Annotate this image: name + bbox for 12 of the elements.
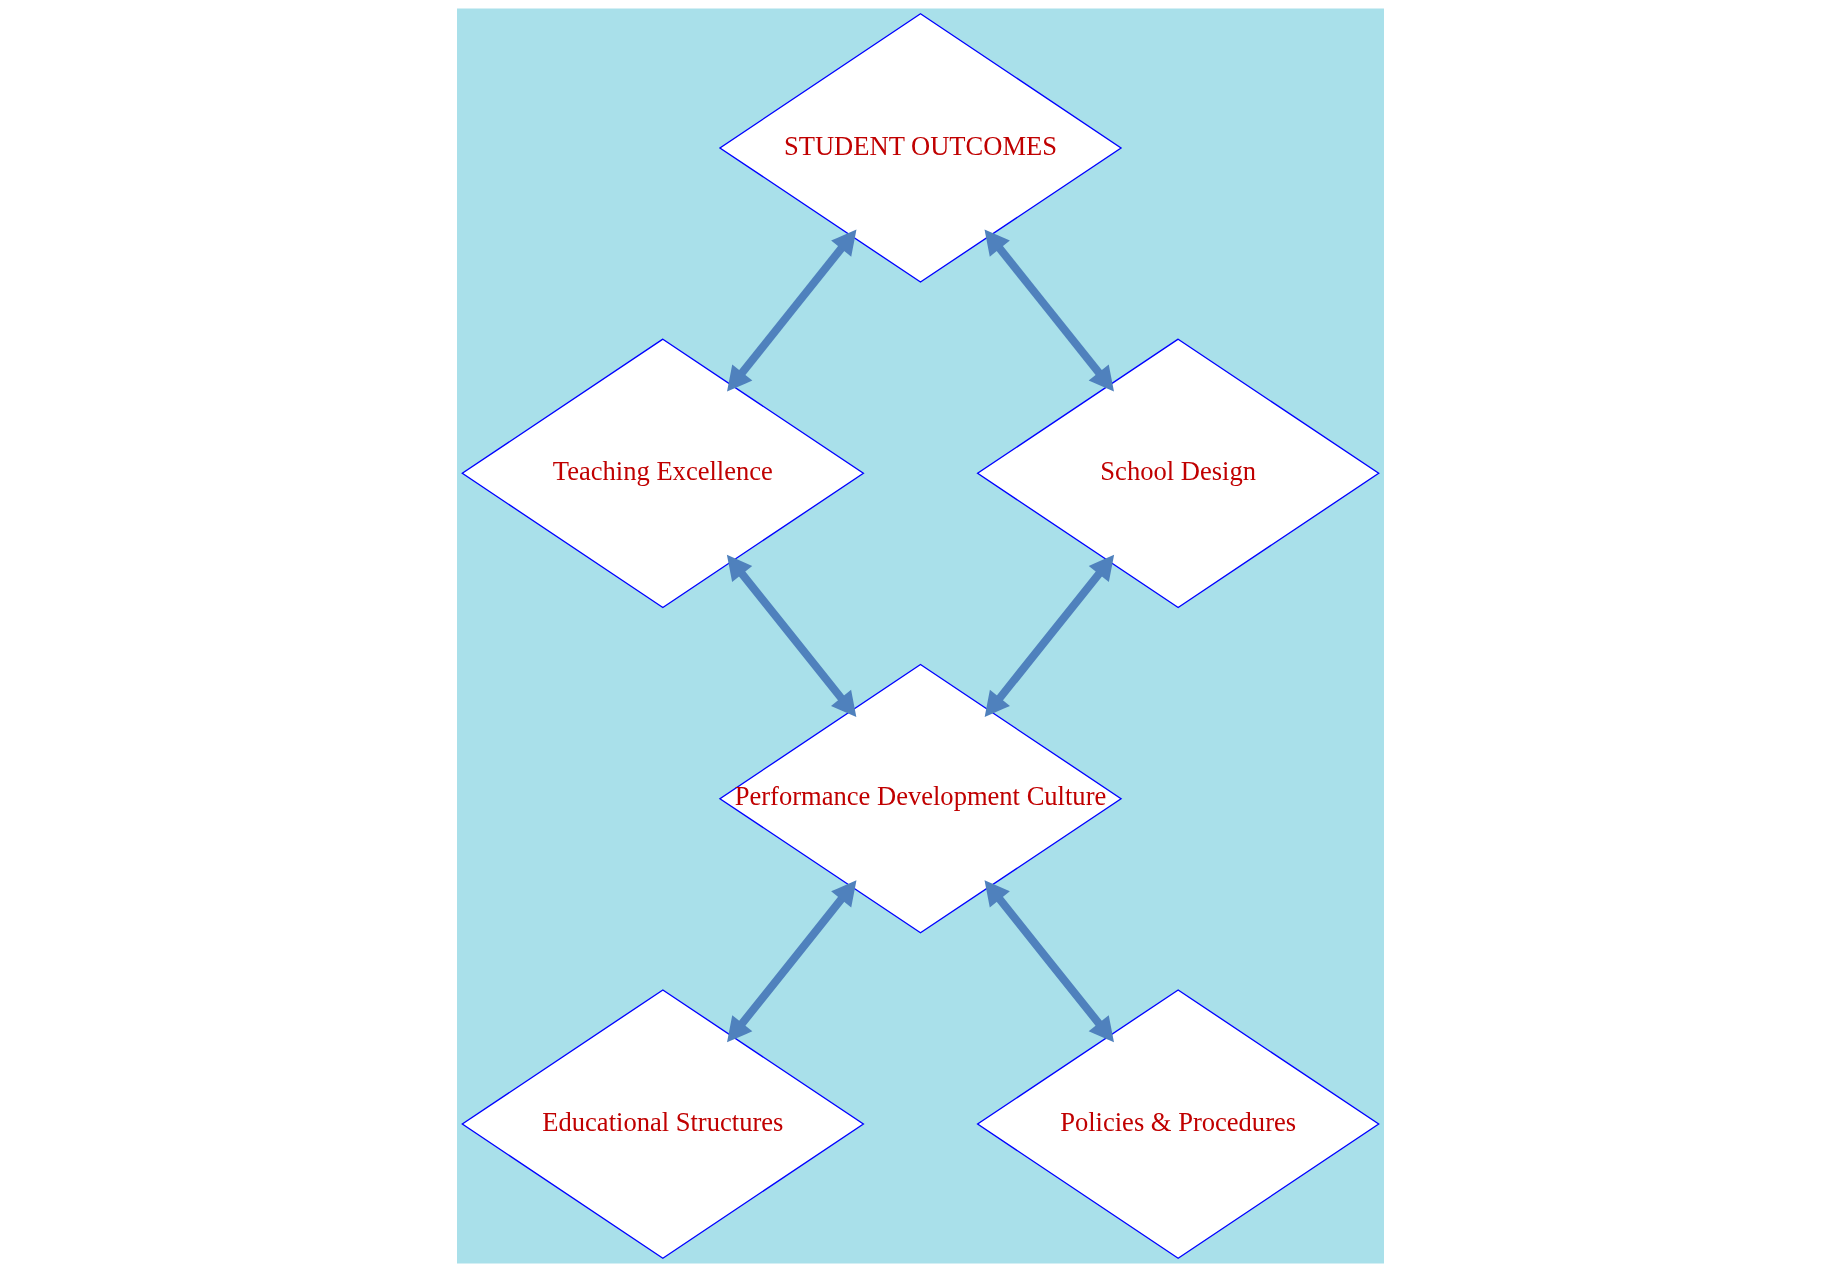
arrow — [726, 554, 857, 717]
node-diamond: School Design — [976, 338, 1380, 609]
node-diamond: STUDENT OUTCOMES — [718, 13, 1123, 283]
node-diamond: Performance Development Culture — [718, 663, 1123, 934]
arrow — [984, 229, 1114, 392]
arrow — [727, 880, 857, 1043]
node-diamond: Teaching Excellence — [461, 338, 865, 609]
arrow — [984, 554, 1115, 717]
node-diamond: Educational Structures — [461, 989, 865, 1259]
arrow — [984, 880, 1114, 1043]
arrow — [727, 229, 857, 392]
node-diamond: Policies & Procedures — [976, 989, 1380, 1259]
